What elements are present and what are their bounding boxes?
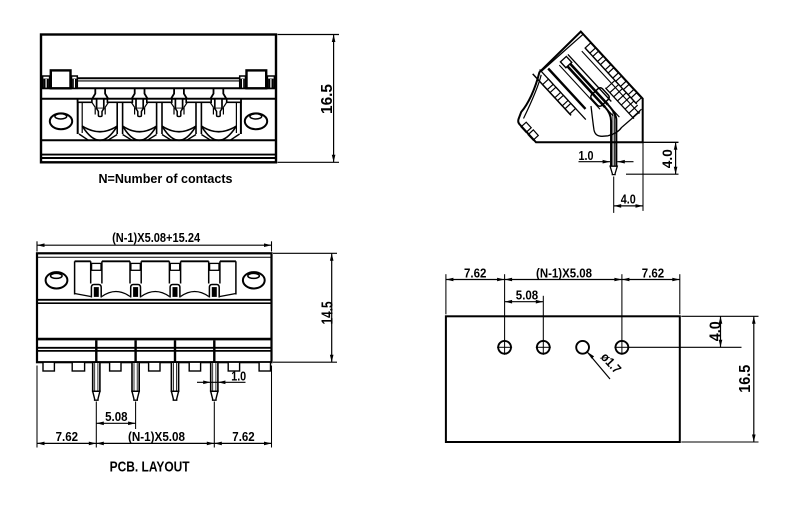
svg-text:7.62: 7.62: [642, 265, 664, 280]
svg-text:5.08: 5.08: [516, 288, 538, 303]
svg-text:14.5: 14.5: [319, 301, 336, 324]
svg-text:(N-1)X5.08+15.24: (N-1)X5.08+15.24: [112, 230, 201, 245]
svg-text:7.62: 7.62: [56, 429, 78, 444]
svg-text:7.62: 7.62: [232, 429, 254, 444]
svg-text:1.0: 1.0: [231, 368, 246, 383]
svg-text:5.08: 5.08: [105, 409, 127, 424]
svg-text:(N-1)X5.08: (N-1)X5.08: [128, 429, 185, 444]
svg-text:1.0: 1.0: [579, 148, 594, 163]
svg-text:16.5: 16.5: [319, 84, 336, 114]
svg-text:4.0: 4.0: [621, 192, 636, 207]
svg-text:7.62: 7.62: [464, 265, 486, 280]
svg-text:(N-1)X5.08: (N-1)X5.08: [536, 265, 592, 280]
svg-text:N=Number of contacts: N=Number of contacts: [99, 171, 233, 186]
svg-text:PCB. LAYOUT: PCB. LAYOUT: [110, 459, 190, 476]
svg-text:4.0: 4.0: [707, 321, 724, 341]
svg-text:16.5: 16.5: [737, 364, 754, 392]
svg-text:4.0: 4.0: [660, 149, 675, 168]
